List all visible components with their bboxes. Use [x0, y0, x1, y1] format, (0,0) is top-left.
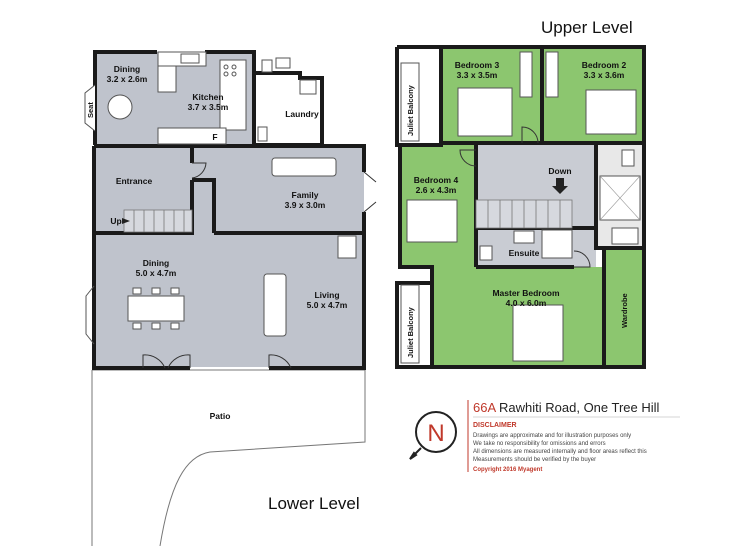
seat-bay: [84, 84, 96, 132]
hob-burner: [231, 71, 237, 77]
disclaimer-line: We take no responsibility for omissions …: [473, 441, 606, 447]
patio-door-left: [142, 354, 191, 369]
bedroom3-bed: [457, 87, 513, 137]
upper-level-title: Upper Level: [541, 18, 633, 37]
bedroom2-size: 3.3 x 3.6m: [584, 70, 625, 80]
stair-wall: [192, 178, 216, 233]
entrance-door-arc: [191, 162, 207, 179]
bedroom2-bed: [585, 89, 637, 135]
dining-size: 5.0 x 4.7m: [136, 268, 177, 278]
disclaimer-line: Drawings are approximate and for illustr…: [473, 433, 631, 439]
ensuite-shower: [541, 229, 573, 259]
north-compass: N: [409, 411, 457, 460]
ensuite-name: Ensuite: [509, 248, 540, 258]
disclaimer-title: DISCLAIMER: [473, 422, 517, 429]
up-arrow-icon: [122, 218, 130, 224]
bedroom4-bed: [406, 199, 458, 243]
address-title: 66A Rawhiti Road, One Tree Hill: [473, 400, 660, 415]
lower-level-title: Lower Level: [268, 494, 360, 513]
info-block: 66A Rawhiti Road, One Tree Hill DISCLAIM…: [467, 400, 680, 473]
copyright-text: Copyright 2016 Myagent: [473, 467, 542, 473]
hob-burner: [231, 64, 237, 70]
up-name: Up: [110, 216, 121, 226]
kitchen-counter-right: [219, 59, 247, 131]
compass-ring: [415, 411, 457, 453]
bath-wc: [621, 149, 635, 167]
living-name: Living: [314, 290, 339, 300]
master-size: 4.0 x 6.0m: [506, 298, 547, 308]
wardrobe-floor: [604, 248, 644, 367]
kitchen-counter-side: [157, 65, 177, 93]
bedroom4-name: Bedroom 4: [414, 175, 459, 185]
laundry-name: Laundry: [285, 109, 319, 119]
compass-letter: N: [427, 420, 444, 447]
dining-table-round: [107, 94, 133, 120]
family-name: Family: [292, 190, 319, 200]
master-bed: [512, 304, 564, 362]
patio-name: Patio: [210, 411, 231, 421]
wc-lower: [257, 126, 268, 142]
bay-window: [85, 285, 95, 345]
juliet-balcony-bottom: [400, 284, 420, 364]
down-arrow-icon: [552, 178, 568, 194]
level-labels: Upper Level Lower Level: [268, 18, 633, 513]
bedroom3-size: 3.3 x 3.5m: [457, 70, 498, 80]
family-size: 3.9 x 3.0m: [285, 200, 326, 210]
upper-stairs: [475, 199, 573, 229]
upper-outer-walls: [395, 45, 646, 369]
dining-name: Dining: [143, 258, 169, 268]
lower-level-plan: [84, 50, 377, 546]
seat-name: Seat: [86, 102, 95, 118]
entrance-name: Entrance: [116, 176, 153, 186]
family-couch: [271, 157, 337, 177]
bedroom3-name: Bedroom 3: [455, 60, 500, 70]
patio-area: [91, 369, 366, 546]
wardrobe-b2: [545, 51, 559, 98]
kitchen-size: 3.7 x 3.5m: [188, 102, 229, 112]
living-size: 5.0 x 4.7m: [307, 300, 348, 310]
living-couch: [263, 273, 287, 337]
upper-level-plan: [395, 45, 646, 369]
laundry-tub: [299, 79, 317, 95]
dining-small-name: Dining: [114, 64, 140, 74]
master-name: Master Bedroom: [492, 288, 560, 298]
lower-stairs: [123, 209, 193, 233]
juliet-top-name: Juliet Balcony: [406, 84, 415, 136]
dining-chairs: [132, 287, 180, 330]
down-name: Down: [548, 166, 571, 176]
basin-top: [275, 57, 291, 69]
juliet-bottom-name: Juliet Balcony: [406, 306, 415, 358]
b3-door: [521, 126, 539, 144]
disclaimer-line: All dimensions are measured internally a…: [473, 449, 647, 455]
wardrobe-name: Wardrobe: [620, 293, 629, 328]
juliet-balcony-top: [400, 62, 420, 142]
lower-room-labels: Dining 3.2 x 2.6m Kitchen 3.7 x 3.5m Lau…: [86, 64, 348, 421]
wc-top: [261, 59, 273, 73]
hob-burner: [223, 71, 229, 77]
patio-door-right: [268, 354, 292, 369]
bedroom2-name: Bedroom 2: [582, 60, 627, 70]
fridge-name: F: [212, 132, 217, 142]
dining-small-size: 3.2 x 2.6m: [107, 74, 148, 84]
ensuite-basin: [513, 230, 535, 244]
disclaimer-line: Measurements should be verified by the b…: [473, 457, 596, 463]
master-door: [573, 250, 591, 268]
main-walls: [92, 144, 366, 370]
compass-arrow-icon: [409, 447, 422, 460]
kitchen-sink: [180, 53, 200, 64]
entrance-wall: [94, 146, 194, 235]
upper-room-labels: Juliet Balcony Bedroom 3 3.3 x 3.5m Bedr…: [406, 60, 629, 358]
ensuite-wc: [479, 245, 493, 261]
bath-vanity: [611, 227, 639, 245]
wardrobe-b3: [519, 51, 533, 98]
kitchen-counter-bottom: [157, 127, 227, 145]
b4-door: [459, 149, 477, 167]
family-french-door: [363, 171, 377, 213]
tv-unit: [337, 235, 357, 259]
bedroom4-size: 2.6 x 4.3m: [416, 185, 457, 195]
dining-table: [127, 295, 185, 322]
hob-burner: [223, 64, 229, 70]
kitchen-name: Kitchen: [192, 92, 223, 102]
